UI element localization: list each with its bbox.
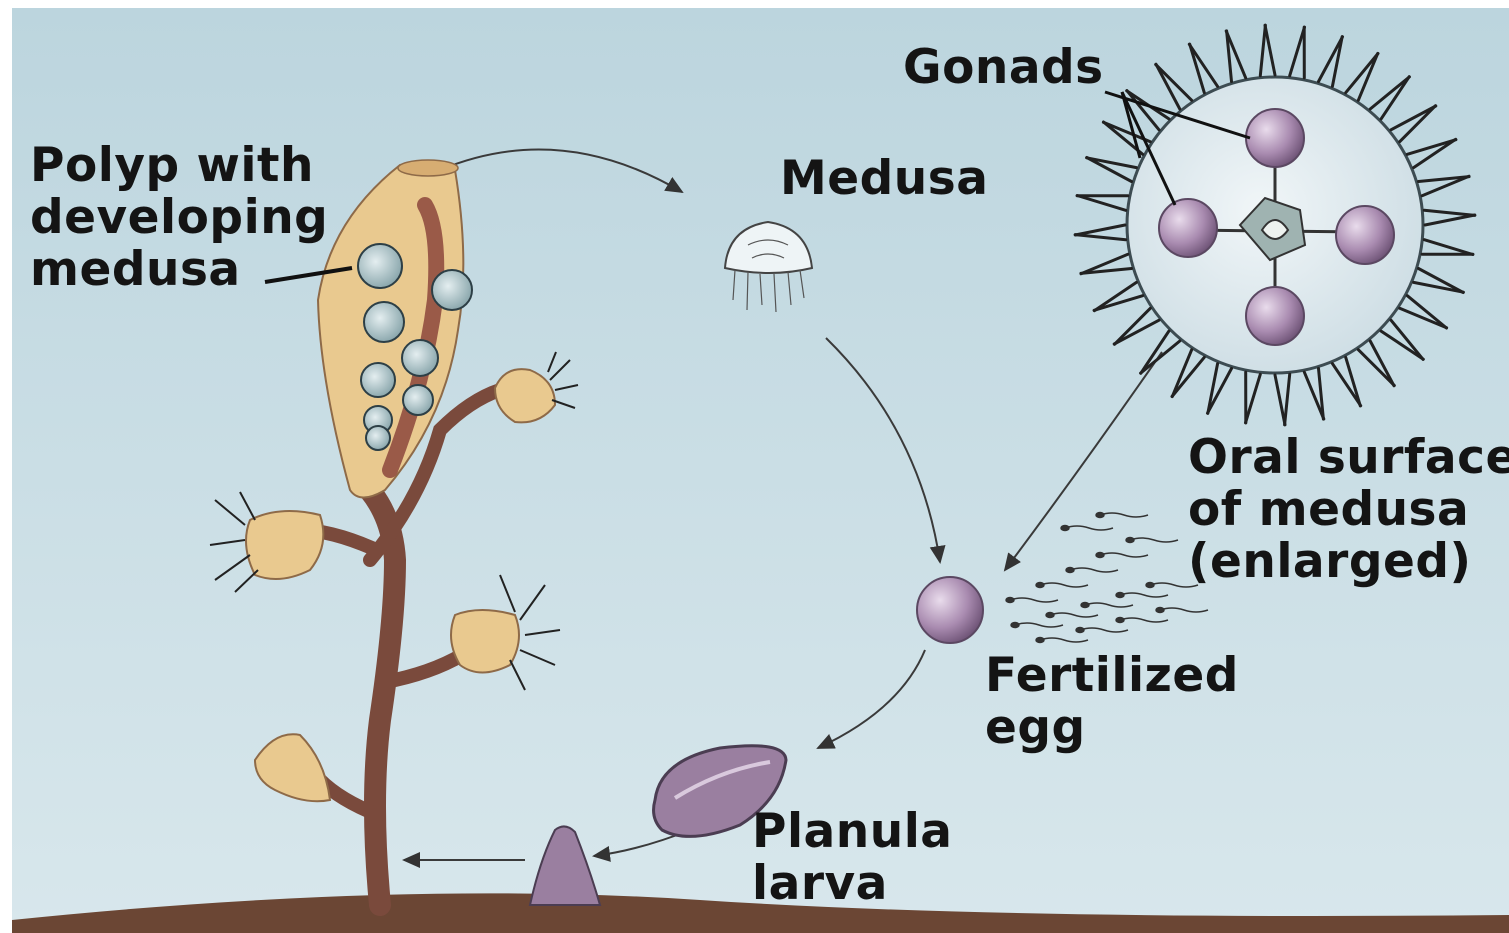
sperm-head [1096,513,1104,518]
oral-surface-label: Oral surface of medusa (enlarged) [1188,432,1509,588]
sperm-head [1081,603,1089,608]
sperm-head [1061,526,1069,531]
planula-larva-label: Planula larva [752,806,953,910]
sperm-head [1046,613,1054,618]
sperm-head [1116,593,1124,598]
planula-larva-label-line1: Planula [752,806,953,858]
sperm-head [1116,618,1124,623]
fertilized-egg-label: Fertilized egg [985,650,1239,754]
sperm-head [1036,638,1044,643]
sperm-head [1006,598,1014,603]
polyp-label: Polyp with developing medusa [30,140,328,296]
sperm-head [1096,553,1104,558]
sperm-head [1036,583,1044,588]
polyp-label-line1: Polyp with [30,140,328,192]
oral-surface-label-line2: of medusa [1188,484,1509,536]
sperm-head [1011,623,1019,628]
sperm-head [1126,538,1134,543]
planula-larva-label-line2: larva [752,858,953,910]
fertilized-egg-label-line1: Fertilized [985,650,1239,702]
oral-surface-label-line3: (enlarged) [1188,536,1509,588]
polyp-label-line2: developing [30,192,328,244]
medusa-label: Medusa [780,153,988,205]
fertilized-egg [917,577,983,643]
polyp-label-line3: medusa [30,244,328,296]
sperm-head [1066,568,1074,573]
sperm-head [1146,583,1154,588]
gonads-label: Gonads [903,42,1104,94]
sperm-head [1156,608,1164,613]
sperm-head [1076,628,1084,633]
fertilized-egg-label-line2: egg [985,702,1239,754]
oral-surface-label-line1: Oral surface [1188,432,1509,484]
